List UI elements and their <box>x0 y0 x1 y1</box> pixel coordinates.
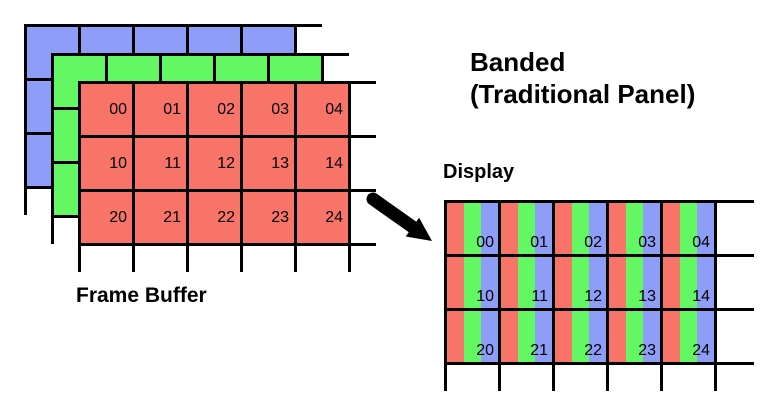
grid-tick-line <box>51 216 54 244</box>
display-pixel-cell: 00 <box>447 203 498 254</box>
display-pixel-cell: 10 <box>447 257 498 308</box>
grid-tick-line <box>444 363 447 391</box>
frame-buffer-cell: 12 <box>189 138 240 189</box>
display-pixel-cell: 20 <box>447 311 498 362</box>
frame-buffer-cell: 04 <box>297 84 348 135</box>
frame-buffer-cell: 01 <box>135 84 186 135</box>
grid-tick-line <box>348 81 376 84</box>
red-plane-grid: 00 01 02 03 04 10 11 12 13 14 20 21 22 2… <box>78 81 351 246</box>
grid-tick-line <box>294 244 297 272</box>
grid-tick-line <box>714 362 754 365</box>
frame-buffer-cell: 11 <box>135 138 186 189</box>
diagram-title-line1: Banded <box>470 47 566 77</box>
display-pixel-cell: 04 <box>663 203 714 254</box>
frame-buffer-cell: 14 <box>297 138 348 189</box>
display-pixel-cell: 01 <box>501 203 552 254</box>
display-pixel-cell: 12 <box>555 257 606 308</box>
frame-buffer-cell: 00 <box>81 84 132 135</box>
diagram-title: Banded (Traditional Panel) <box>470 46 695 110</box>
grid-tick-line <box>24 187 27 215</box>
display-pixel-cell: 22 <box>555 311 606 362</box>
grid-tick-line <box>714 363 717 391</box>
frame-buffer-cell: 20 <box>81 192 132 243</box>
display-pixel-cell: 02 <box>555 203 606 254</box>
display-pixel-cell: 14 <box>663 257 714 308</box>
frame-buffer-to-display-arrow-icon <box>366 192 432 241</box>
grid-tick-line <box>348 243 376 246</box>
frame-buffer-red-plane: 00 01 02 03 04 10 11 12 13 14 20 21 22 2… <box>78 81 376 272</box>
grid-tick-line <box>714 308 754 311</box>
display-pixel-cell: 24 <box>663 311 714 362</box>
frame-buffer-cell: 10 <box>81 138 132 189</box>
display-grid: 00 01 02 03 04 10 11 12 13 14 20 21 22 2… <box>444 200 717 365</box>
display-panel: 00 01 02 03 04 10 11 12 13 14 20 21 22 2… <box>444 200 754 391</box>
display-pixel-cell: 03 <box>609 203 660 254</box>
display-pixel-cell: 13 <box>609 257 660 308</box>
display-pixel-cell: 23 <box>609 311 660 362</box>
grid-tick-line <box>606 363 609 391</box>
grid-tick-line <box>321 53 349 56</box>
grid-tick-line <box>348 135 376 138</box>
grid-tick-line <box>714 254 754 257</box>
display-pixel-cell: 21 <box>501 311 552 362</box>
frame-buffer-cell: 22 <box>189 192 240 243</box>
grid-tick-line <box>294 24 322 27</box>
grid-tick-line <box>498 363 501 391</box>
frame-buffer-label: Frame Buffer <box>76 284 207 307</box>
grid-tick-line <box>348 244 351 272</box>
frame-buffer-cell: 02 <box>189 84 240 135</box>
display-label: Display <box>443 161 515 183</box>
frame-buffer-cell: 13 <box>243 138 294 189</box>
diagram-title-line2: (Traditional Panel) <box>470 79 696 109</box>
grid-tick-line <box>186 244 189 272</box>
frame-buffer-cell: 03 <box>243 84 294 135</box>
frame-buffer-cell: 23 <box>243 192 294 243</box>
grid-tick-line <box>552 363 555 391</box>
grid-tick-line <box>240 244 243 272</box>
frame-buffer-cell: 24 <box>297 192 348 243</box>
display-pixel-cell: 11 <box>501 257 552 308</box>
frame-buffer-cell: 21 <box>135 192 186 243</box>
grid-tick-line <box>714 200 754 203</box>
grid-tick-line <box>348 189 376 192</box>
grid-tick-line <box>132 244 135 272</box>
grid-tick-line <box>78 244 81 272</box>
grid-tick-line <box>660 363 663 391</box>
